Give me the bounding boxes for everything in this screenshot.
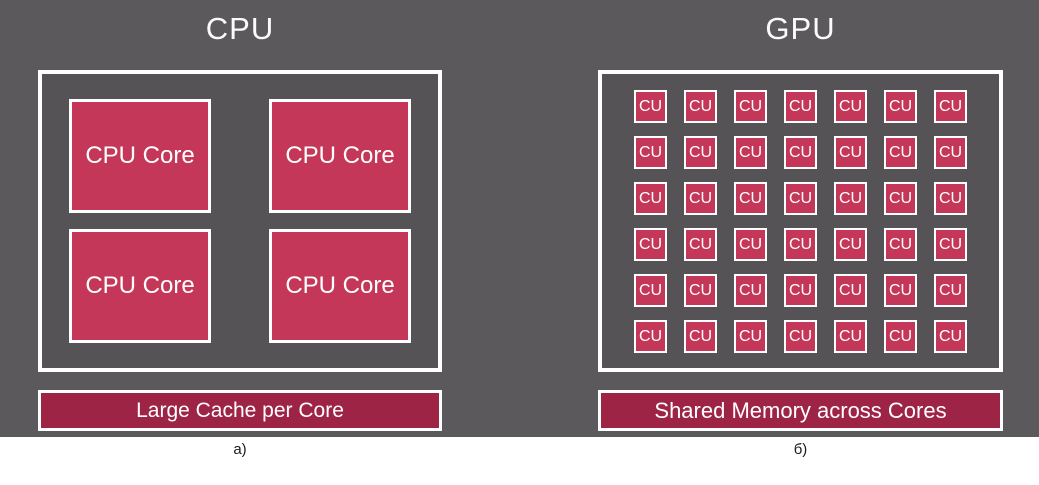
compute-unit-box: CU xyxy=(834,182,867,215)
cpu-title: CPU xyxy=(205,11,275,46)
caption-b: б) xyxy=(793,441,808,458)
compute-unit-box: CU xyxy=(834,90,867,123)
compute-unit-box: CU xyxy=(884,182,917,215)
compute-unit-box: CU xyxy=(634,228,667,261)
compute-unit-box: CU xyxy=(684,136,717,169)
cpu-core-box: CPU Core xyxy=(269,229,411,343)
compute-unit-box: CU xyxy=(634,320,667,353)
caption-a: a) xyxy=(233,441,247,458)
compute-unit-box: CU xyxy=(884,320,917,353)
cpu-core-box: CPU Core xyxy=(269,99,411,213)
compute-unit-box: CU xyxy=(834,136,867,169)
compute-unit-box: CU xyxy=(684,90,717,123)
compute-unit-box: CU xyxy=(634,136,667,169)
compute-unit-box: CU xyxy=(884,228,917,261)
compute-unit-box: CU xyxy=(734,228,767,261)
cpu-cache-bar: Large Cache per Core xyxy=(38,390,442,431)
compute-unit-box: CU xyxy=(884,136,917,169)
compute-unit-box: CU xyxy=(834,228,867,261)
gpu-shared-memory-bar: Shared Memory across Cores xyxy=(598,390,1003,431)
compute-unit-box: CU xyxy=(684,182,717,215)
compute-unit-box: CU xyxy=(634,274,667,307)
compute-unit-box: CU xyxy=(784,136,817,169)
compute-unit-box: CU xyxy=(734,136,767,169)
compute-unit-box: CU xyxy=(684,274,717,307)
compute-unit-box: CU xyxy=(784,320,817,353)
gpu-cu-grid: CU CU CU CU CU CU CU CU CU CU CU CU CU CU CU CU CU CU CU CU… xyxy=(602,74,999,369)
compute-unit-box: CU xyxy=(934,320,967,353)
compute-unit-box: CU xyxy=(684,320,717,353)
compute-unit-box: CU xyxy=(884,274,917,307)
compute-unit-box: CU xyxy=(784,182,817,215)
compute-unit-box: CU xyxy=(884,90,917,123)
compute-unit-box: CU xyxy=(934,90,967,123)
gpu-chip-box: CU CU CU CU CU CU CU CU CU CU CU CU CU CU CU CU CU CU CU CU… xyxy=(598,70,1003,372)
compute-unit-box: CU xyxy=(684,228,717,261)
compute-unit-box: CU xyxy=(734,274,767,307)
compute-unit-box: CU xyxy=(934,182,967,215)
compute-unit-box: CU xyxy=(734,90,767,123)
compute-unit-box: CU xyxy=(834,320,867,353)
cpu-core-box: CPU Core xyxy=(69,229,211,343)
gpu-title: GPU xyxy=(765,11,836,46)
compute-unit-box: CU xyxy=(784,274,817,307)
compute-unit-box: CU xyxy=(734,182,767,215)
compute-unit-box: CU xyxy=(834,274,867,307)
compute-unit-box: CU xyxy=(784,90,817,123)
compute-unit-box: CU xyxy=(634,182,667,215)
compute-unit-box: CU xyxy=(934,136,967,169)
compute-unit-box: CU xyxy=(934,274,967,307)
compute-unit-box: CU xyxy=(734,320,767,353)
compute-unit-box: CU xyxy=(934,228,967,261)
compute-unit-box: CU xyxy=(784,228,817,261)
compute-unit-box: CU xyxy=(634,90,667,123)
cpu-core-box: CPU Core xyxy=(69,99,211,213)
